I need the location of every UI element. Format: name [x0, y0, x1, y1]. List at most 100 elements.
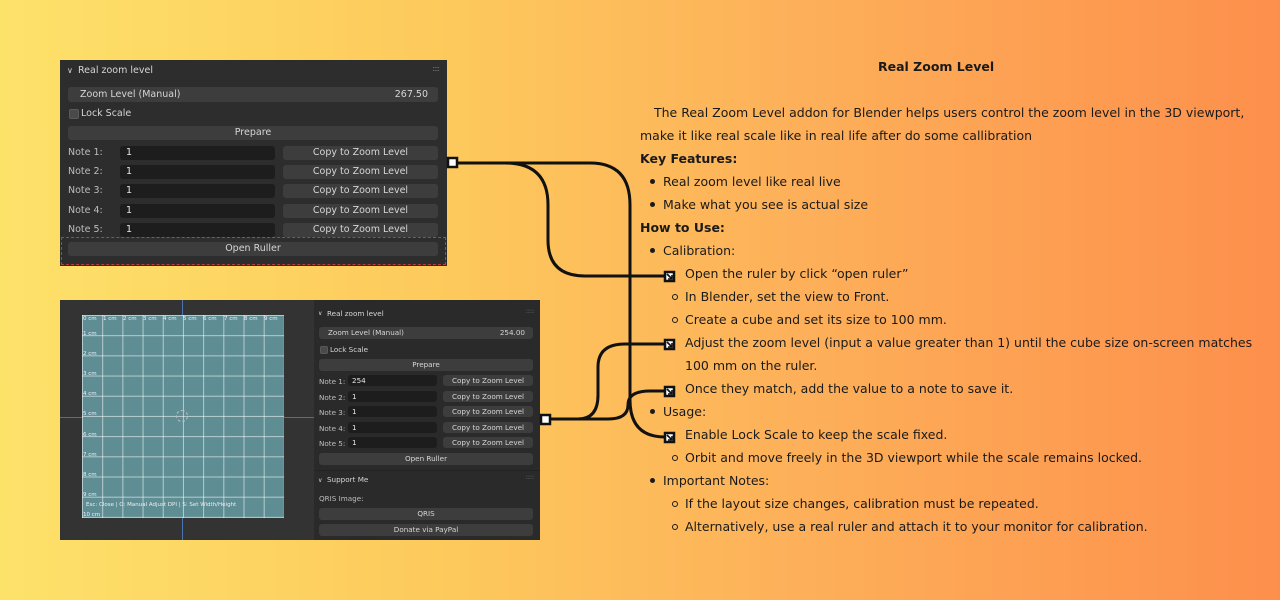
- open-ruler-button[interactable]: Open Ruller: [68, 242, 438, 256]
- drag-grip-icon[interactable]: ::::: [525, 474, 534, 481]
- usage-label: Usage:: [663, 404, 707, 419]
- note-3-input[interactable]: 1: [348, 406, 437, 417]
- ruler-tick-label: 4 cm: [83, 391, 97, 397]
- note-1-input[interactable]: 254: [348, 375, 437, 386]
- note-label: Note 3:: [319, 408, 346, 417]
- connector-open-ruler: [453, 161, 669, 278]
- zoom-level-label: Zoom Level (Manual): [80, 89, 181, 100]
- open-ruler-button[interactable]: Open Ruller: [319, 453, 533, 465]
- note-3-input[interactable]: 1: [120, 184, 275, 198]
- copy-note-1-button[interactable]: Copy to Zoom Level: [283, 146, 438, 160]
- copy-note-5-button[interactable]: Copy to Zoom Level: [443, 437, 533, 448]
- note-4-input[interactable]: 1: [348, 422, 437, 433]
- usage-step: Orbit and move freely in the 3D viewport…: [685, 450, 1142, 465]
- cal-step: Create a cube and set its size to 100 mm…: [685, 312, 947, 327]
- ruler-tick-label: 6 cm: [203, 316, 217, 322]
- ruler-tick-label: 1 cm: [103, 316, 117, 322]
- sub-bullet: [672, 501, 678, 507]
- sub-bullet: [672, 524, 678, 530]
- ruler-tick-label: 9 cm: [264, 316, 278, 322]
- note-label: Note 3:: [68, 185, 103, 196]
- cal-step: 100 mm on the ruler.: [685, 358, 818, 373]
- lock-scale-label: Lock Scale: [81, 108, 132, 119]
- ruler-tick-label: 10 cm: [83, 512, 101, 518]
- lock-scale-checkbox[interactable]: [69, 109, 79, 119]
- chevron-down-icon[interactable]: ∨: [318, 477, 323, 484]
- note-label: Note 4:: [68, 205, 103, 216]
- features-heading: Key Features:: [640, 151, 738, 166]
- note-2-input[interactable]: 1: [120, 165, 275, 179]
- 3d-viewport[interactable]: 0 cm 1 cm 2 cm 3 cm 4 cm 5 cm 6 cm 7 cm …: [60, 300, 314, 540]
- ruler-tick-label: 0 cm: [83, 316, 97, 322]
- copy-note-1-button[interactable]: Copy to Zoom Level: [443, 375, 533, 386]
- zoom-level-field[interactable]: Zoom Level (Manual) 254.00: [319, 327, 533, 339]
- intro-line-1: The Real Zoom Level addon for Blender he…: [654, 105, 1245, 120]
- qris-label: QRIS Image:: [319, 494, 364, 503]
- note-5-input[interactable]: 1: [348, 437, 437, 448]
- section-divider: [315, 470, 540, 471]
- ruler-tick-label: 7 cm: [224, 316, 238, 322]
- cal-step: In Blender, set the view to Front.: [685, 289, 890, 304]
- prepare-button[interactable]: Prepare: [319, 359, 533, 371]
- ruler-tick-label: 5 cm: [83, 411, 97, 417]
- connector-endpoint: [663, 385, 676, 398]
- note-1-input[interactable]: 1: [120, 146, 275, 160]
- connector-node: [446, 156, 459, 169]
- ruler-tick-label: 5 cm: [183, 316, 197, 322]
- lock-scale-checkbox[interactable]: [320, 346, 328, 354]
- sub-bullet: [672, 317, 678, 323]
- chevron-down-icon[interactable]: ∨: [318, 310, 323, 317]
- copy-note-4-button[interactable]: Copy to Zoom Level: [443, 422, 533, 433]
- copy-note-2-button[interactable]: Copy to Zoom Level: [443, 391, 533, 402]
- zoom-level-label: Zoom Level (Manual): [328, 328, 404, 337]
- doc-title: Real Zoom Level: [878, 59, 995, 74]
- drag-grip-icon[interactable]: ::::: [525, 308, 534, 315]
- support-title: Support Me: [327, 475, 369, 484]
- usage-step: Enable Lock Scale to keep the scale fixe…: [685, 427, 948, 442]
- chevron-down-icon[interactable]: ∨: [67, 66, 73, 75]
- paypal-button[interactable]: Donate via PayPal: [319, 524, 533, 536]
- qris-button[interactable]: QRIS: [319, 508, 533, 520]
- note-label: Note 2:: [319, 393, 346, 402]
- panel-header[interactable]: ∨ Real zoom level ::::: [60, 60, 447, 82]
- note-label: Note 2:: [68, 166, 103, 177]
- feature-item: Real zoom level like real live: [663, 174, 841, 189]
- connector-note: [545, 389, 669, 421]
- ruler-tick-label: 3 cm: [83, 371, 97, 377]
- copy-note-3-button[interactable]: Copy to Zoom Level: [283, 184, 438, 198]
- ruler-tick-label: 1 cm: [83, 331, 97, 337]
- calibration-label: Calibration:: [663, 243, 736, 258]
- ruler-tick-label: 6 cm: [83, 432, 97, 438]
- ruler-tick-label: 4 cm: [163, 316, 177, 322]
- copy-note-3-button[interactable]: Copy to Zoom Level: [443, 406, 533, 417]
- note-5-input[interactable]: 1: [120, 223, 275, 237]
- note-4-input[interactable]: 1: [120, 204, 275, 218]
- notes-heading: Important Notes:: [663, 473, 770, 488]
- copy-note-4-button[interactable]: Copy to Zoom Level: [283, 204, 438, 218]
- copy-note-5-button[interactable]: Copy to Zoom Level: [283, 223, 438, 237]
- note-label: Note 5:: [68, 224, 103, 235]
- bullet: [650, 478, 655, 483]
- note-2-input[interactable]: 1: [348, 391, 437, 402]
- note-item: Alternatively, use a real ruler and atta…: [685, 519, 1148, 534]
- zoom-level-value: 267.50: [394, 89, 428, 100]
- lock-scale-label: Lock Scale: [330, 345, 369, 354]
- addon-panel-large: ∨ Real zoom level :::: Zoom Level (Manua…: [60, 60, 447, 266]
- bullet: [650, 202, 655, 207]
- feature-item: Make what you see is actual size: [663, 197, 869, 212]
- 3d-cursor-icon: [176, 410, 188, 422]
- panel-title: Real zoom level: [78, 65, 153, 76]
- cal-step: Open the ruler by click “open ruler”: [685, 266, 909, 281]
- ruler-tick-label: 8 cm: [83, 472, 97, 478]
- connector-zoom-level: [545, 342, 669, 421]
- drag-grip-icon[interactable]: ::::: [432, 64, 440, 73]
- intro-line-2: make it like real scale like in real lif…: [640, 128, 1033, 143]
- prepare-button[interactable]: Prepare: [68, 126, 438, 140]
- ruler-tick-label: 2 cm: [123, 316, 137, 322]
- blender-screenshot: 0 cm 1 cm 2 cm 3 cm 4 cm 5 cm 6 cm 7 cm …: [60, 300, 540, 540]
- ruler-tick-label: 7 cm: [83, 452, 97, 458]
- zoom-level-value: 254.00: [499, 328, 525, 337]
- zoom-level-field[interactable]: Zoom Level (Manual) 267.50: [68, 87, 438, 102]
- copy-note-2-button[interactable]: Copy to Zoom Level: [283, 165, 438, 179]
- ruler-tick-label: 3 cm: [143, 316, 157, 322]
